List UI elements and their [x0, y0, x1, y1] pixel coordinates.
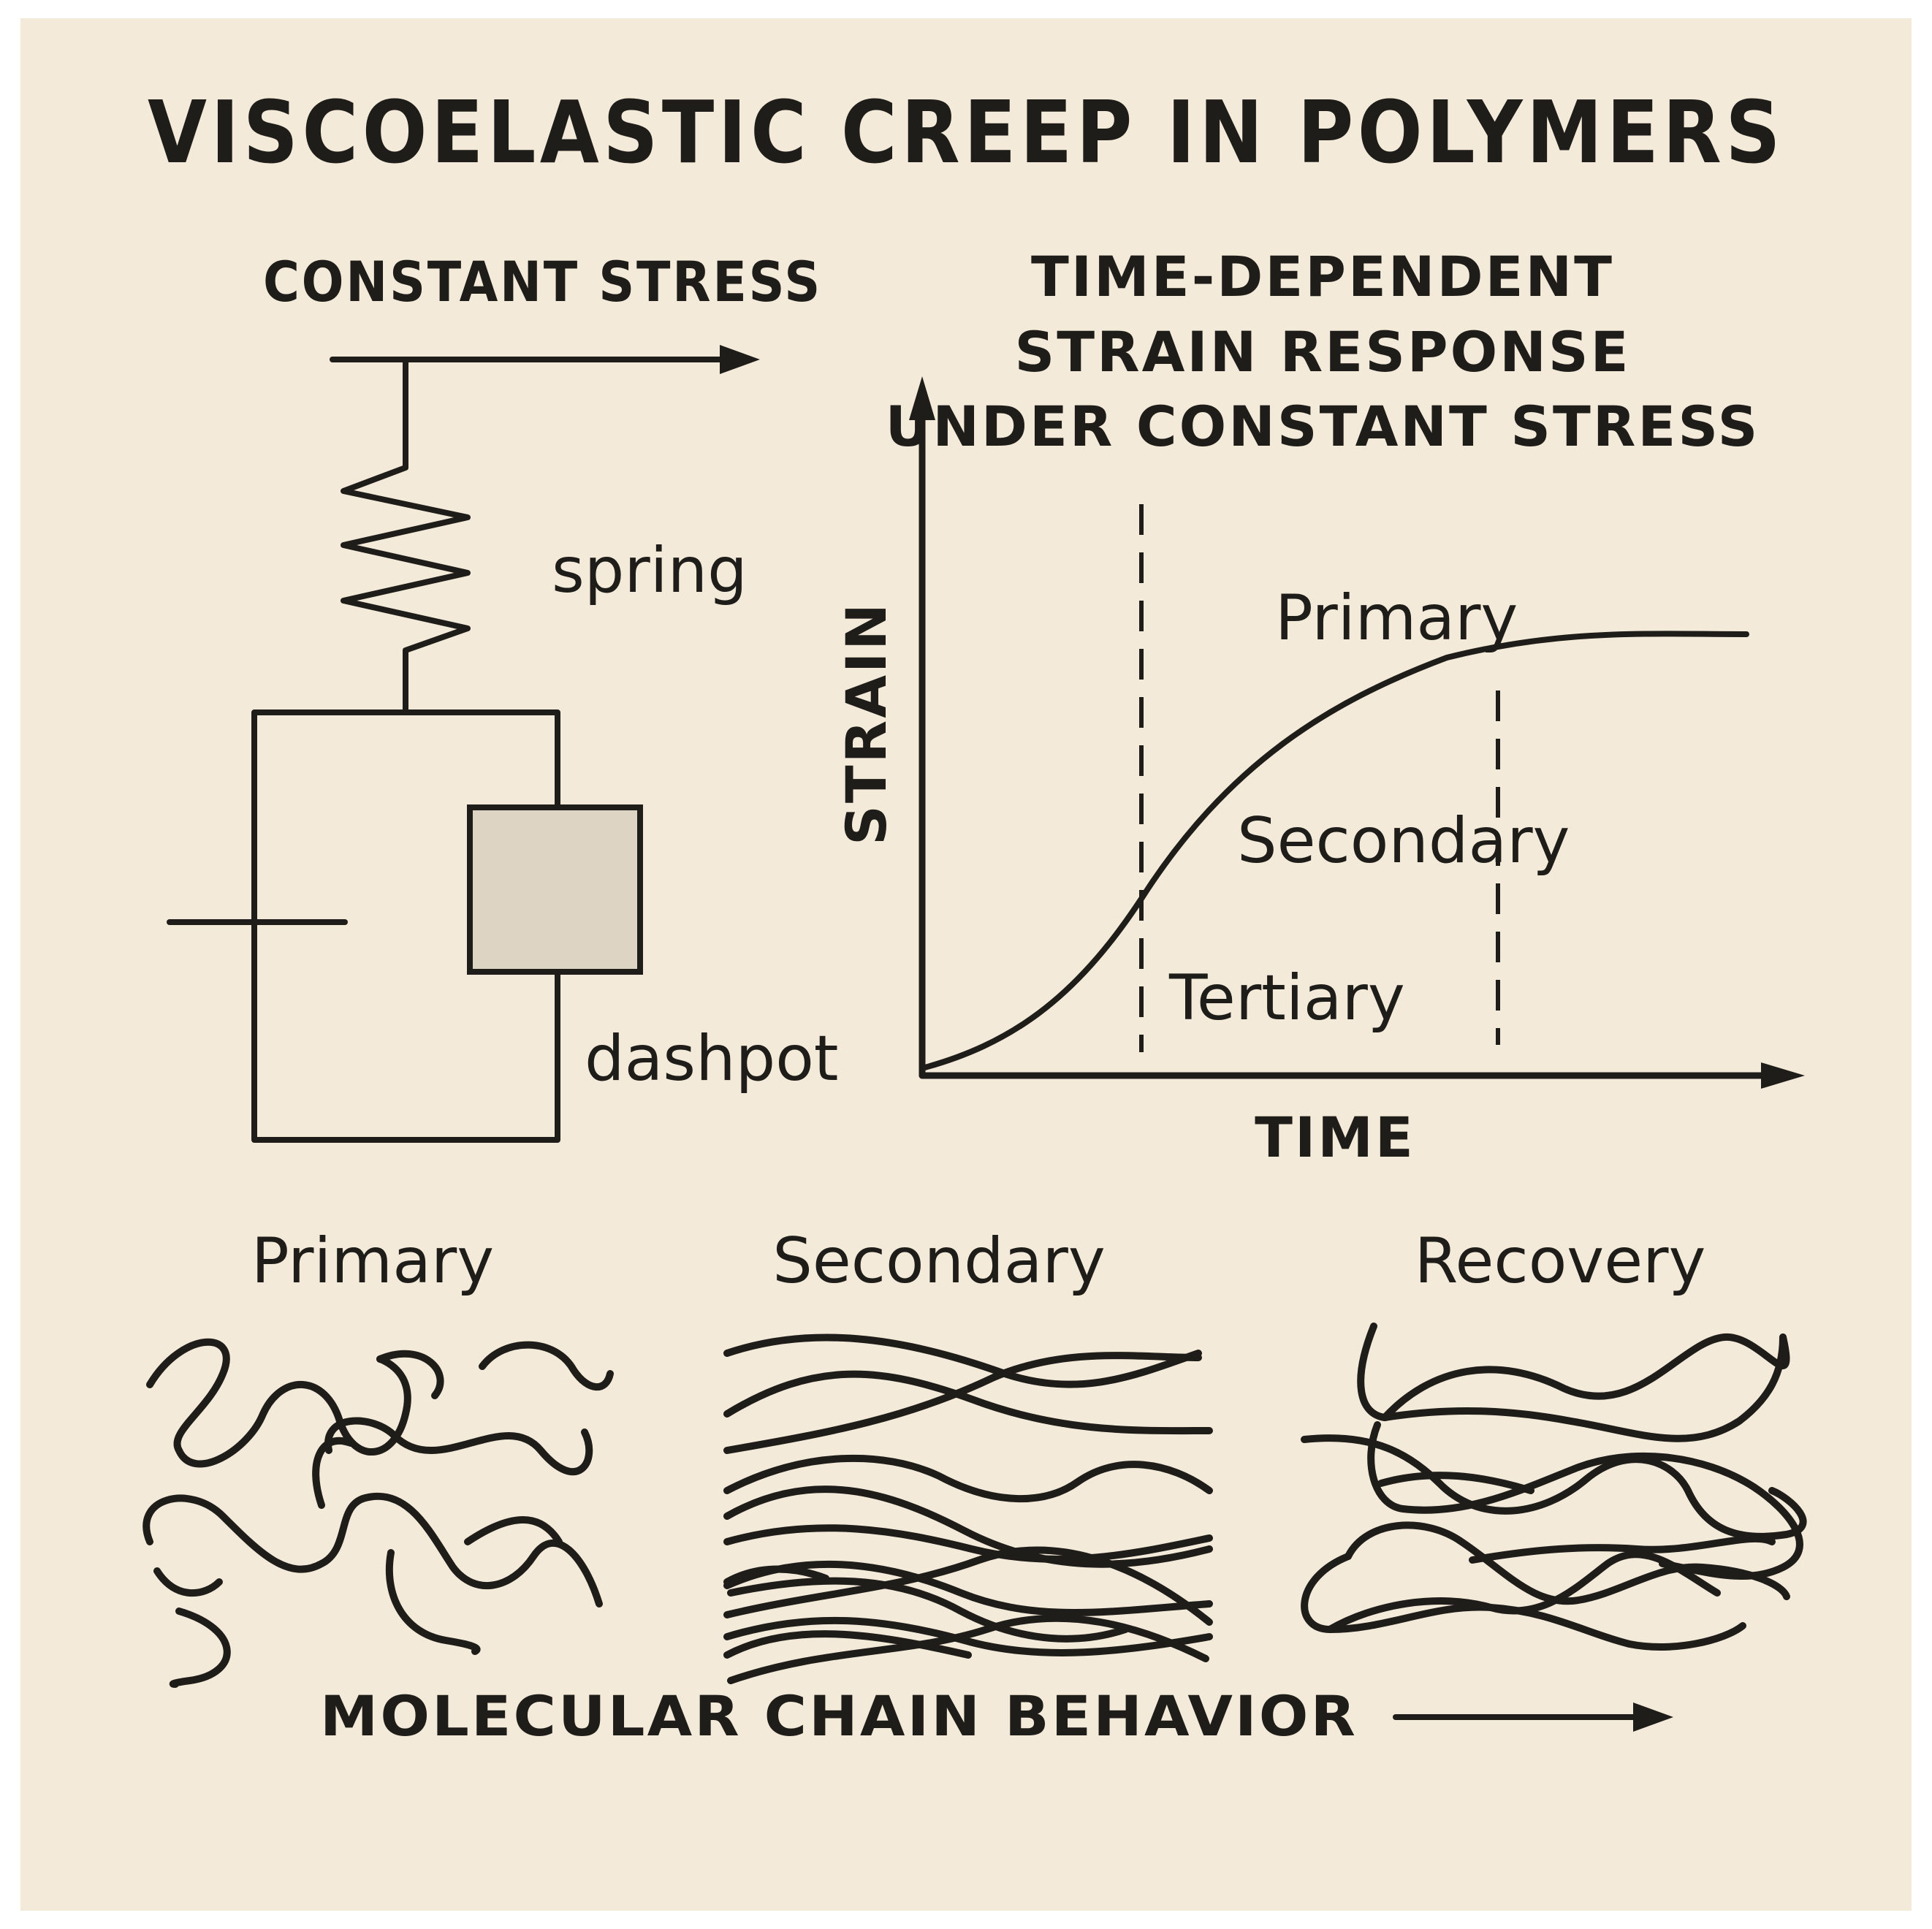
molecular-chains: Primary Secondary Recovery: [142, 1225, 1807, 1749]
graph-title-line-1: TIME-DEPENDENT: [1031, 244, 1614, 309]
graph-title-line-2: STRAIN RESPONSE: [1015, 319, 1631, 384]
main-title: VISCOELASTIC CREEP IN POLYMERS: [148, 82, 1784, 183]
recovery-chains-illustration: [1301, 1323, 1807, 1651]
aligned-chains-illustration: [723, 1333, 1213, 1684]
chain-panel-label-recovery: Recovery: [1415, 1225, 1706, 1298]
chain-behavior-arrow-head: [1633, 1702, 1673, 1732]
stress-arrow-head: [720, 345, 760, 374]
spring-coil: [341, 357, 471, 715]
creep-curve: [919, 631, 1749, 1071]
creep-graph: TIME-DEPENDENT STRAIN RESPONSE UNDER CON…: [834, 244, 1805, 1170]
graph-title-line-3: UNDER CONSTANT STRESS: [886, 394, 1760, 459]
spring-label: spring: [552, 534, 748, 607]
stage-label-secondary: Secondary: [1237, 804, 1570, 878]
dashpot-label: dashpot: [585, 1022, 839, 1095]
dashpot: [467, 804, 643, 975]
chain-panel-label-primary: Primary: [251, 1225, 494, 1298]
mechanical-model: CONSTANT STRESS spring dashpot: [167, 249, 839, 1143]
coiled-chains-illustration: [142, 1338, 614, 1688]
stage-label-tertiary: Tertiary: [1168, 962, 1405, 1035]
y-axis-arrow-head: [909, 376, 935, 420]
x-axis-arrow-head: [1761, 1062, 1805, 1089]
constant-stress-label: CONSTANT STRESS: [263, 249, 822, 314]
chain-behavior-label: MOLECULAR CHAIN BEHAVIOR: [320, 1683, 1358, 1749]
y-axis-label: STRAIN: [834, 601, 899, 845]
chain-panel-label-secondary: Secondary: [772, 1225, 1105, 1298]
x-axis-label: TIME: [1255, 1105, 1415, 1170]
stage-label-primary: Primary: [1275, 582, 1518, 655]
